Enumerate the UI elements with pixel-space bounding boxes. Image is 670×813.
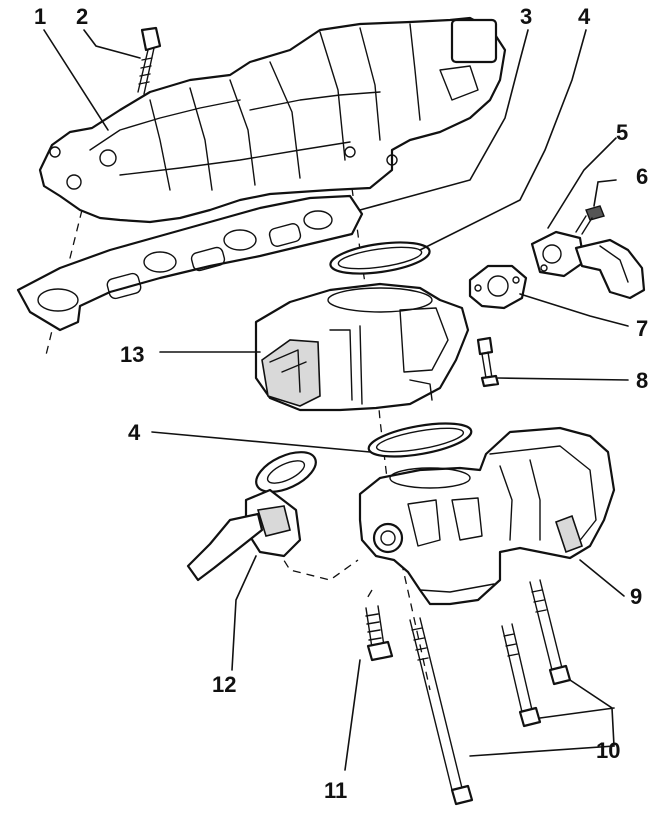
callout-labels: 1 2 3 4 5 6 7 8 13 4 9 12 10 11 (34, 4, 648, 803)
callout-4-lower: 4 (128, 420, 141, 445)
callout-8: 8 (636, 368, 648, 393)
callout-7: 7 (636, 316, 648, 341)
flange-bolt (575, 205, 605, 235)
short-bolt (365, 605, 394, 662)
intake-manifold (38, 16, 507, 224)
callout-5: 5 (616, 120, 628, 145)
callout-11: 11 (324, 778, 347, 803)
callout-2: 2 (76, 4, 88, 29)
upper-housing (254, 282, 470, 412)
callout-3: 3 (520, 4, 532, 29)
callout-12: 12 (212, 672, 236, 697)
lower-o-ring (367, 422, 473, 458)
flange-gasket (468, 264, 528, 310)
hose-connector (186, 451, 317, 582)
manifold-bolt (137, 26, 162, 95)
callout-10: 10 (596, 738, 620, 763)
callout-9: 9 (630, 584, 642, 609)
leader-lines (43, 29, 629, 771)
callout-13: 13 (120, 342, 144, 367)
callout-6: 6 (636, 164, 648, 189)
callout-1: 1 (34, 4, 46, 29)
manifold-gasket (16, 194, 364, 332)
housing-bolt (476, 336, 500, 388)
upper-o-ring (329, 241, 431, 275)
pipe-flange (530, 230, 646, 300)
long-bolts (409, 579, 572, 806)
throttle-body (358, 426, 616, 606)
callout-4-upper: 4 (578, 4, 591, 29)
